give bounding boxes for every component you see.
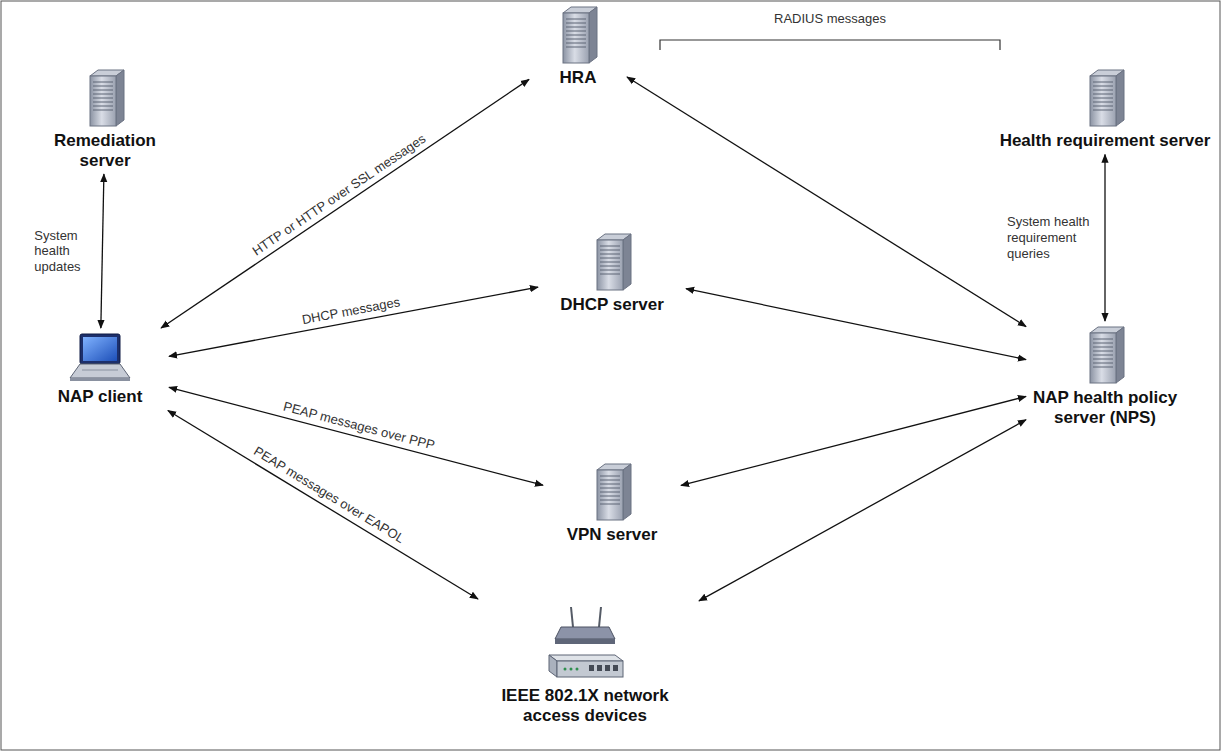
node-label: NAP client — [35, 387, 165, 407]
server-node: NAP health policy server (NPS) — [1030, 325, 1180, 427]
server-icon — [1082, 68, 1128, 128]
node-label: Health requirement server — [995, 131, 1215, 151]
edge-label: PEAP messages over EAPOL — [249, 443, 409, 548]
node-label: VPN server — [547, 525, 677, 545]
laptop-icon — [68, 332, 132, 384]
server-icon — [555, 5, 601, 65]
server-node: NAP client — [35, 332, 165, 407]
server-icon — [82, 68, 128, 128]
message-arrow — [699, 420, 1026, 601]
edge-label: HTTP or HTTP over SSL messages — [248, 129, 430, 259]
message-arrow — [169, 387, 543, 485]
edge-label: PEAP messages over PPP — [279, 398, 438, 454]
node-label: Remediation server — [40, 131, 170, 170]
message-arrow — [1104, 155, 1105, 321]
edge-label: System health requirement queries — [1005, 214, 1095, 261]
server-icon — [589, 462, 635, 522]
message-arrow — [169, 287, 538, 356]
edge-label: DHCP messages — [299, 294, 404, 328]
node-label: IEEE 802.1X network access devices — [475, 686, 695, 725]
node-label: NAP health policy server (NPS) — [1030, 388, 1180, 427]
server-node: VPN server — [547, 462, 677, 545]
bracket-label: RADIUS messages — [772, 11, 888, 26]
radius-bracket — [660, 40, 1000, 50]
server-icon — [589, 232, 635, 292]
server-node: HRA — [533, 5, 623, 88]
router-icon — [543, 603, 627, 683]
node-label: HRA — [533, 68, 623, 88]
server-node: DHCP server — [542, 232, 682, 315]
message-arrow — [681, 396, 1026, 485]
message-arrow — [686, 289, 1026, 360]
message-arrow — [101, 174, 104, 328]
edge-label: System health updates — [32, 228, 92, 275]
server-node: IEEE 802.1X network access devices — [475, 603, 695, 725]
server-node: Health requirement server — [995, 68, 1215, 151]
server-icon — [1082, 325, 1128, 385]
message-arrow — [161, 79, 529, 328]
node-label: DHCP server — [542, 295, 682, 315]
server-node: Remediation server — [40, 68, 170, 170]
